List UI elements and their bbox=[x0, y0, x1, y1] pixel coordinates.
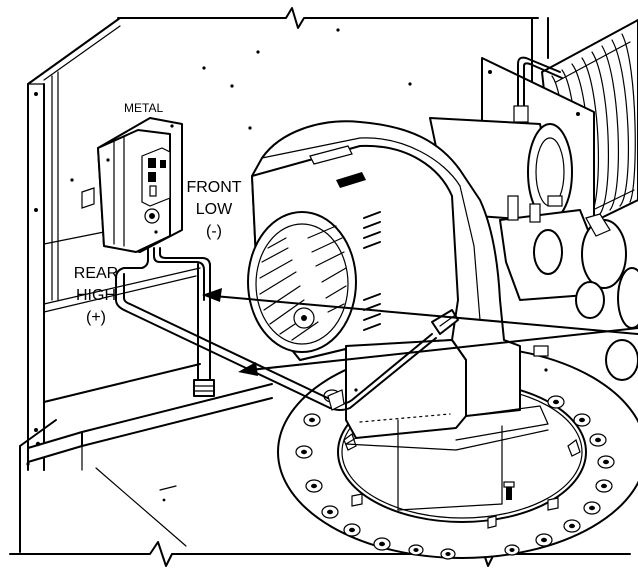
flange-bolt bbox=[589, 433, 607, 447]
flange-bolt bbox=[573, 413, 591, 427]
callout-arrows bbox=[202, 288, 638, 376]
rear-high-label: REAR HIGH (+) bbox=[74, 265, 118, 326]
flange-bolt bbox=[547, 395, 565, 409]
flange-bolt bbox=[321, 505, 339, 519]
flange-bolt bbox=[305, 479, 323, 493]
flange-bolt bbox=[597, 455, 615, 469]
flange-bolt bbox=[583, 501, 601, 515]
blower-fan-icon bbox=[247, 56, 638, 511]
rear-label-line1: REAR bbox=[74, 265, 118, 282]
flange-bolt bbox=[535, 533, 553, 547]
front-label-line3: (-) bbox=[206, 223, 222, 240]
front-label-line1: FRONT bbox=[186, 179, 241, 196]
flange-bolt bbox=[440, 548, 456, 560]
flange-bolt bbox=[504, 544, 520, 556]
pressure-switch-icon bbox=[97, 117, 183, 253]
cabinet-frame bbox=[9, 7, 631, 567]
flange-bolt bbox=[343, 523, 361, 537]
flange-bolt bbox=[563, 519, 581, 533]
front-label-line2: LOW bbox=[196, 201, 233, 218]
flange-bolt bbox=[373, 537, 391, 551]
rear-label-line3: (+) bbox=[86, 309, 106, 326]
rear-label-line2: HIGH bbox=[76, 287, 116, 304]
flange-bolt bbox=[295, 445, 313, 459]
flange-bolt bbox=[408, 544, 424, 556]
metal-label: METAL bbox=[124, 101, 163, 115]
front-low-label: FRONT LOW (-) bbox=[186, 179, 241, 240]
pressure-tubing bbox=[115, 247, 459, 411]
flange-bolt bbox=[303, 413, 321, 427]
flange-bolt bbox=[595, 479, 613, 493]
